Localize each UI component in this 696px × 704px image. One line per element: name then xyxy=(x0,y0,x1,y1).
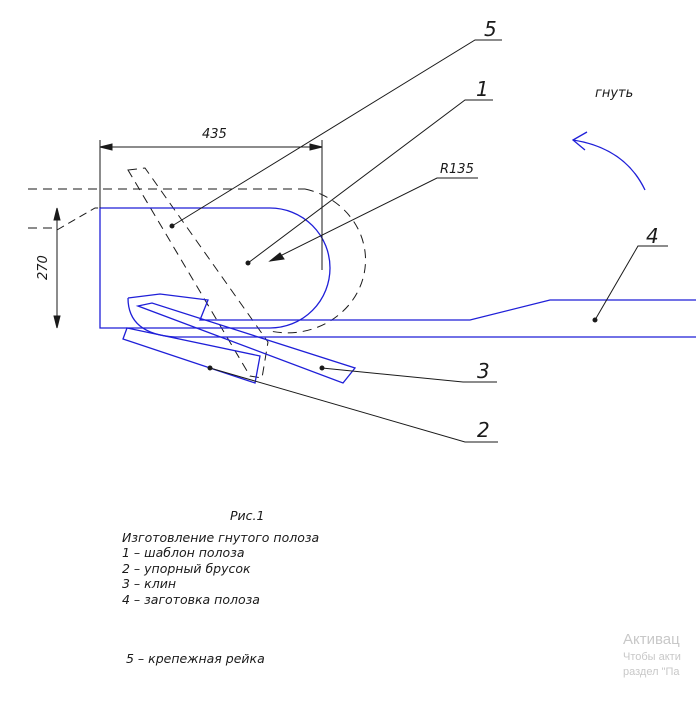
watermark-line-2: Чтобы акти xyxy=(623,651,681,663)
stop-block-part-2 xyxy=(122,327,261,384)
bend-direction-label: гнуть xyxy=(595,86,633,101)
callout-5-label: 5 xyxy=(484,17,497,41)
hidden-lines xyxy=(28,167,366,379)
callout-4-label: 4 xyxy=(646,224,659,248)
callout-leaders xyxy=(169,39,668,443)
watermark-line-3: раздел "Па xyxy=(623,666,680,678)
bend-direction-arrow xyxy=(571,131,646,191)
dimension-width-label: 435 xyxy=(202,127,227,142)
dimension-height xyxy=(53,207,100,329)
template-part-1 xyxy=(99,207,331,329)
activation-watermark: Активац Чтобы акти раздел "Па xyxy=(623,630,681,680)
callout-1-label: 1 xyxy=(476,77,489,101)
workpiece-part-4 xyxy=(127,293,696,338)
radius-label: R135 xyxy=(440,162,474,177)
dimension-height-label: 270 xyxy=(36,255,51,280)
callout-3-label: 3 xyxy=(477,359,490,383)
dimension-width xyxy=(99,140,323,270)
legend-item-5: 5 – крепежная рейка xyxy=(126,651,265,666)
watermark-line-1: Активац xyxy=(623,631,680,648)
figure-title: Изготовление гнутого полоза xyxy=(122,529,320,545)
radius-leader xyxy=(268,177,478,262)
legend-item-2: 2 – упорный брусок xyxy=(122,560,251,576)
wedge-part-3 xyxy=(135,302,357,384)
legend-item-4: 4 – заготовка полоза xyxy=(122,591,260,607)
callout-2-label: 2 xyxy=(477,418,490,442)
figure-caption: Рис.1 Изготовление гнутого полоза 1 – ша… xyxy=(122,508,319,667)
legend-item-3: 3 – клин xyxy=(122,576,176,591)
legend-item-1: 1 – шаблон полоза xyxy=(122,545,245,560)
figure-number: Рис.1 xyxy=(230,508,265,523)
